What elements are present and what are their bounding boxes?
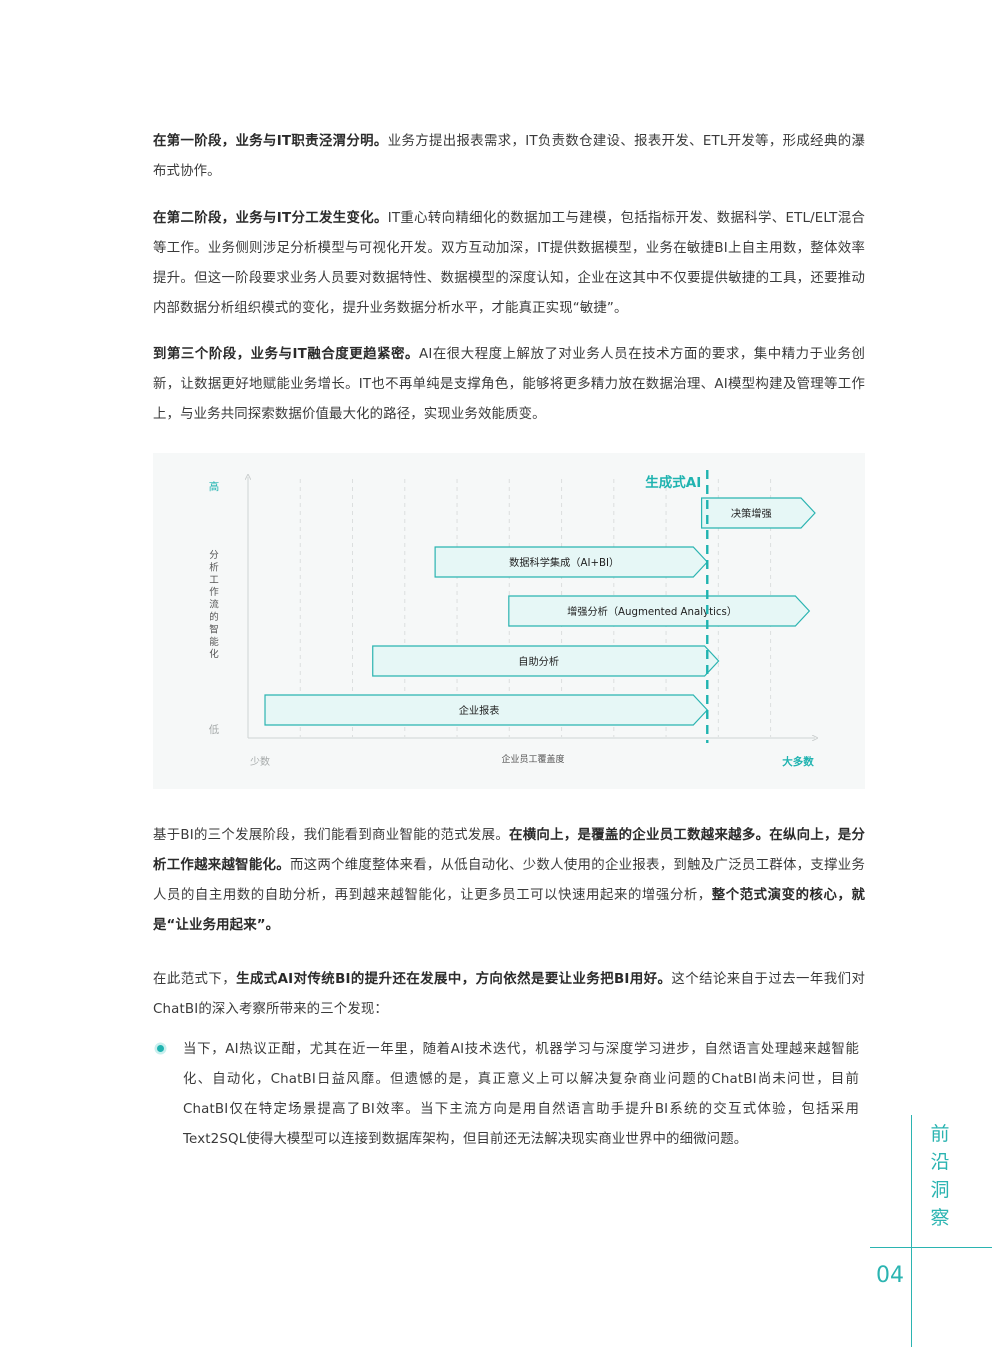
x-axis-right-label: 大多数 <box>782 755 814 768</box>
y-axis-label-char: 智 <box>209 623 219 635</box>
paragraph-bold: 生成式AI对传统BI的提升还在发展中，方向依然是要让业务把BI用好。 <box>236 972 672 987</box>
paragraph-body: 在此范式下， <box>153 972 237 987</box>
y-axis-bottom-label: 低 <box>209 723 220 736</box>
paragraph-body: 而这两个维度整体来看，从低自动化、少数人使用的企业报表，到触及广泛员工群体，支撑… <box>153 858 865 903</box>
bar-3 <box>508 595 811 627</box>
finding-text: 当下，AI热议正酣，尤其在近一年里，随着AI技术迭代，机器学习与深度学习进步，自… <box>183 1042 859 1147</box>
y-axis-label-char: 能 <box>209 636 219 648</box>
paragraph-paradigm: 基于BI的三个发展阶段，我们能看到商业智能的范式发展。在横向上，是覆盖的企业员工… <box>153 821 865 941</box>
bar-4 <box>372 645 720 677</box>
section-title-vertical: 前沿洞察 <box>925 1120 955 1232</box>
y-axis-label-char: 工 <box>209 575 219 586</box>
paragraph-stage-three: 到第三个阶段，业务与IT融合度更趋紧密。AI在很大程度上解放了对业务人员在技术方… <box>153 340 865 430</box>
y-axis-label-char: 作 <box>209 586 219 598</box>
side-divider-vertical <box>911 1115 912 1347</box>
y-axis-label-char: 分 <box>209 550 219 561</box>
paragraph-body: IT重心转向精细化的数据加工与建模，包括指标开发、数据科学、ETL/ELT混合等… <box>153 211 865 316</box>
bullet-dot-icon <box>157 1045 164 1052</box>
bar-2 <box>434 546 709 578</box>
bar-label: 企业报表 <box>459 704 500 717</box>
x-axis-label: 企业员工覆盖度 <box>501 753 564 765</box>
side-divider-horizontal <box>870 1247 992 1248</box>
y-axis-top-label: 高 <box>209 480 220 493</box>
paragraph-body: 业务方提出报表需求，IT负责数仓建设、报表开发、ETL开发等，形成经典的瀑布式协… <box>153 134 865 179</box>
bar-label: 决策增强 <box>731 507 772 520</box>
paragraph-bold: 整个范式演变的核心，就是“让业务用起来”。 <box>153 888 865 933</box>
page-number: 04 <box>876 1263 904 1288</box>
paragraph-bold: 在横向上，是覆盖的企业员工数越来越多。在纵向上，是分析工作越来越智能化。 <box>153 828 865 873</box>
paragraph-bold-lead: 到第三个阶段，业务与IT融合度更趋紧密。 <box>153 347 420 362</box>
genai-marker: 生成式AI <box>645 470 709 743</box>
section-title-char: 沿 <box>930 1151 950 1173</box>
y-axis-label-char: 析 <box>209 561 219 573</box>
paragraph-stage-one: 在第一阶段，业务与IT职责泾渭分明。业务方提出报表需求，IT负责数仓建设、报表开… <box>153 127 865 187</box>
paragraph-body: AI在很大程度上解放了对业务人员在技术方面的要求，集中精力于业务创新，让数据更好… <box>153 347 865 422</box>
x-axis-left-label: 少数 <box>250 755 270 768</box>
bar-label: 增强分析（Augmented Analytics） <box>567 605 737 618</box>
bar-1 <box>701 497 816 529</box>
paragraph-body: 基于BI的三个发展阶段，我们能看到商业智能的范式发展。 <box>153 828 510 843</box>
paragraph-body: 这个结论来自于过去一年我们对ChatBI的深入考察所带来的三个发现： <box>153 972 865 1017</box>
paragraph-bold-lead: 在第一阶段，业务与IT职责泾渭分明。 <box>153 134 388 149</box>
bar-label: 自助分析 <box>518 655 559 668</box>
section-title-char: 察 <box>930 1207 950 1229</box>
paragraph-stage-two: 在第二阶段，业务与IT分工发生变化。IT重心转向精细化的数据加工与建模，包括指标… <box>153 204 865 324</box>
bar-5 <box>264 694 709 726</box>
y-axis-label-char: 化 <box>209 648 219 660</box>
bi-paradigm-chart: 高 低 分析工作流的智能化 少数 企业员工覆盖度 大多数 决策增强数据科学集成（… <box>153 453 865 789</box>
paragraph-bold-lead: 在第二阶段，业务与IT分工发生变化。 <box>153 211 388 226</box>
section-title-char: 前 <box>930 1123 950 1145</box>
genai-marker-label: 生成式AI <box>645 474 701 491</box>
y-axis-label-char: 流 <box>209 599 219 611</box>
section-title-char: 洞 <box>930 1179 950 1201</box>
y-axis-label-char: 的 <box>209 611 219 623</box>
paragraph-genai: 在此范式下，生成式AI对传统BI的提升还在发展中，方向依然是要让业务把BI用好。… <box>153 965 865 1025</box>
bar-label: 数据科学集成（AI+BI） <box>509 556 619 569</box>
